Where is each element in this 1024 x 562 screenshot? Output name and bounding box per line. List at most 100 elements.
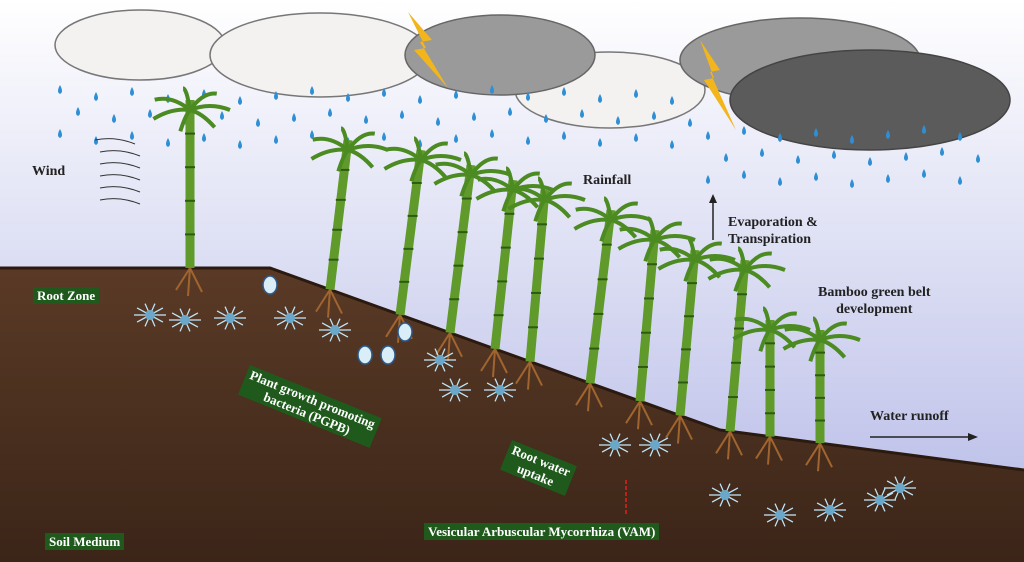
root bbox=[625, 400, 653, 430]
mycorrhiza-cluster bbox=[764, 503, 796, 527]
raindrop bbox=[94, 92, 98, 101]
raindrop bbox=[616, 116, 620, 125]
raindrop bbox=[742, 126, 746, 135]
raindrop bbox=[922, 169, 926, 178]
root bbox=[480, 348, 508, 378]
raindrop bbox=[544, 114, 548, 123]
raindrop bbox=[778, 177, 782, 186]
raindrop bbox=[886, 174, 890, 183]
raindrop bbox=[850, 179, 854, 188]
mycorrhiza-cluster bbox=[274, 306, 306, 330]
raindrop bbox=[382, 88, 386, 97]
rainfall-label: Rainfall bbox=[583, 173, 632, 188]
transpiration-text: Transpiration bbox=[728, 232, 811, 247]
bamboo-plant bbox=[383, 136, 462, 343]
raindrop bbox=[670, 96, 674, 105]
raindrop bbox=[202, 133, 206, 142]
raindrop bbox=[670, 140, 674, 149]
mycorrhiza-cluster bbox=[639, 433, 671, 457]
raindrop bbox=[526, 92, 530, 101]
raindrop bbox=[922, 125, 926, 134]
soil-ground bbox=[0, 268, 1024, 562]
root bbox=[175, 267, 203, 297]
raindrop bbox=[886, 130, 890, 139]
raindrop bbox=[454, 134, 458, 143]
raindrop bbox=[652, 111, 656, 120]
raindrop bbox=[310, 86, 314, 95]
raindrop bbox=[580, 109, 584, 118]
raindrop bbox=[292, 113, 296, 122]
root bbox=[575, 382, 603, 412]
raindrop bbox=[58, 129, 62, 138]
raindrop bbox=[958, 176, 962, 185]
raindrop bbox=[328, 108, 332, 117]
raindrop bbox=[706, 175, 710, 184]
mycorrhiza-cluster bbox=[214, 306, 246, 330]
mycorrhiza-cluster bbox=[709, 483, 741, 507]
raindrop bbox=[832, 150, 836, 159]
water-runoff-label: Water runoff bbox=[870, 409, 949, 424]
raindrop bbox=[454, 90, 458, 99]
wind-label: Wind bbox=[32, 164, 66, 179]
raindrop bbox=[742, 170, 746, 179]
raindrop bbox=[238, 96, 242, 105]
raindrop bbox=[526, 136, 530, 145]
mycorrhiza-cluster bbox=[814, 498, 846, 522]
mycorrhiza-cluster bbox=[599, 433, 631, 457]
mycorrhiza-cluster bbox=[439, 378, 471, 402]
bamboo-plant bbox=[507, 176, 586, 390]
wind-lines bbox=[94, 138, 141, 205]
raindrop bbox=[976, 154, 980, 163]
raindrop bbox=[562, 87, 566, 96]
raindrop bbox=[814, 128, 818, 137]
raindrop bbox=[220, 111, 224, 120]
mycorrhiza-cluster bbox=[169, 308, 201, 332]
raindrop bbox=[490, 129, 494, 138]
raindrop bbox=[508, 107, 512, 116]
vam-label: Vesicular Arbuscular Mycorrhiza (VAM) bbox=[424, 523, 660, 540]
raindrop bbox=[724, 153, 728, 162]
raindrop bbox=[760, 148, 764, 157]
raindrop bbox=[598, 94, 602, 103]
raindrop bbox=[130, 131, 134, 140]
bamboo-label-line1: Bamboo green belt bbox=[818, 285, 931, 300]
raindrop bbox=[796, 155, 800, 164]
raindrop bbox=[562, 131, 566, 140]
clouds bbox=[54, 9, 1011, 151]
mycorrhiza-cluster bbox=[884, 476, 916, 500]
raindrop bbox=[364, 115, 368, 124]
raindrop bbox=[598, 138, 602, 147]
mycorrhiza-cluster bbox=[484, 378, 516, 402]
root bbox=[665, 415, 693, 444]
runoff-arrow-head bbox=[968, 433, 978, 441]
raindrop bbox=[274, 91, 278, 100]
evaporation-transpiration-label: Evaporation & Transpiration bbox=[728, 214, 818, 248]
root bbox=[755, 436, 783, 465]
raindrop bbox=[238, 140, 242, 149]
evaporation-arrow-head bbox=[709, 194, 717, 203]
bamboo-plant bbox=[782, 316, 861, 472]
raindrop bbox=[58, 85, 62, 94]
bamboo-plants bbox=[152, 86, 861, 472]
raindrop bbox=[346, 93, 350, 102]
mycorrhiza-cluster bbox=[319, 318, 351, 342]
raindrop bbox=[76, 107, 80, 116]
bamboo-plant bbox=[152, 86, 231, 297]
raindrop bbox=[256, 118, 260, 127]
root-zone-label: Root Zone bbox=[33, 287, 100, 304]
bamboo-plant bbox=[433, 151, 512, 361]
bacteria-icon bbox=[397, 322, 413, 342]
root bbox=[715, 430, 743, 460]
raindrop bbox=[706, 131, 710, 140]
bacteria-icon bbox=[262, 275, 278, 295]
raindrop bbox=[778, 133, 782, 142]
raindrop bbox=[400, 110, 404, 119]
raindrop bbox=[634, 89, 638, 98]
raindrop bbox=[490, 85, 494, 94]
mycorrhiza-cluster bbox=[134, 303, 166, 327]
raindrop bbox=[904, 152, 908, 161]
raindrop bbox=[166, 138, 170, 147]
bamboo-plant bbox=[617, 216, 696, 430]
raindrop bbox=[814, 172, 818, 181]
